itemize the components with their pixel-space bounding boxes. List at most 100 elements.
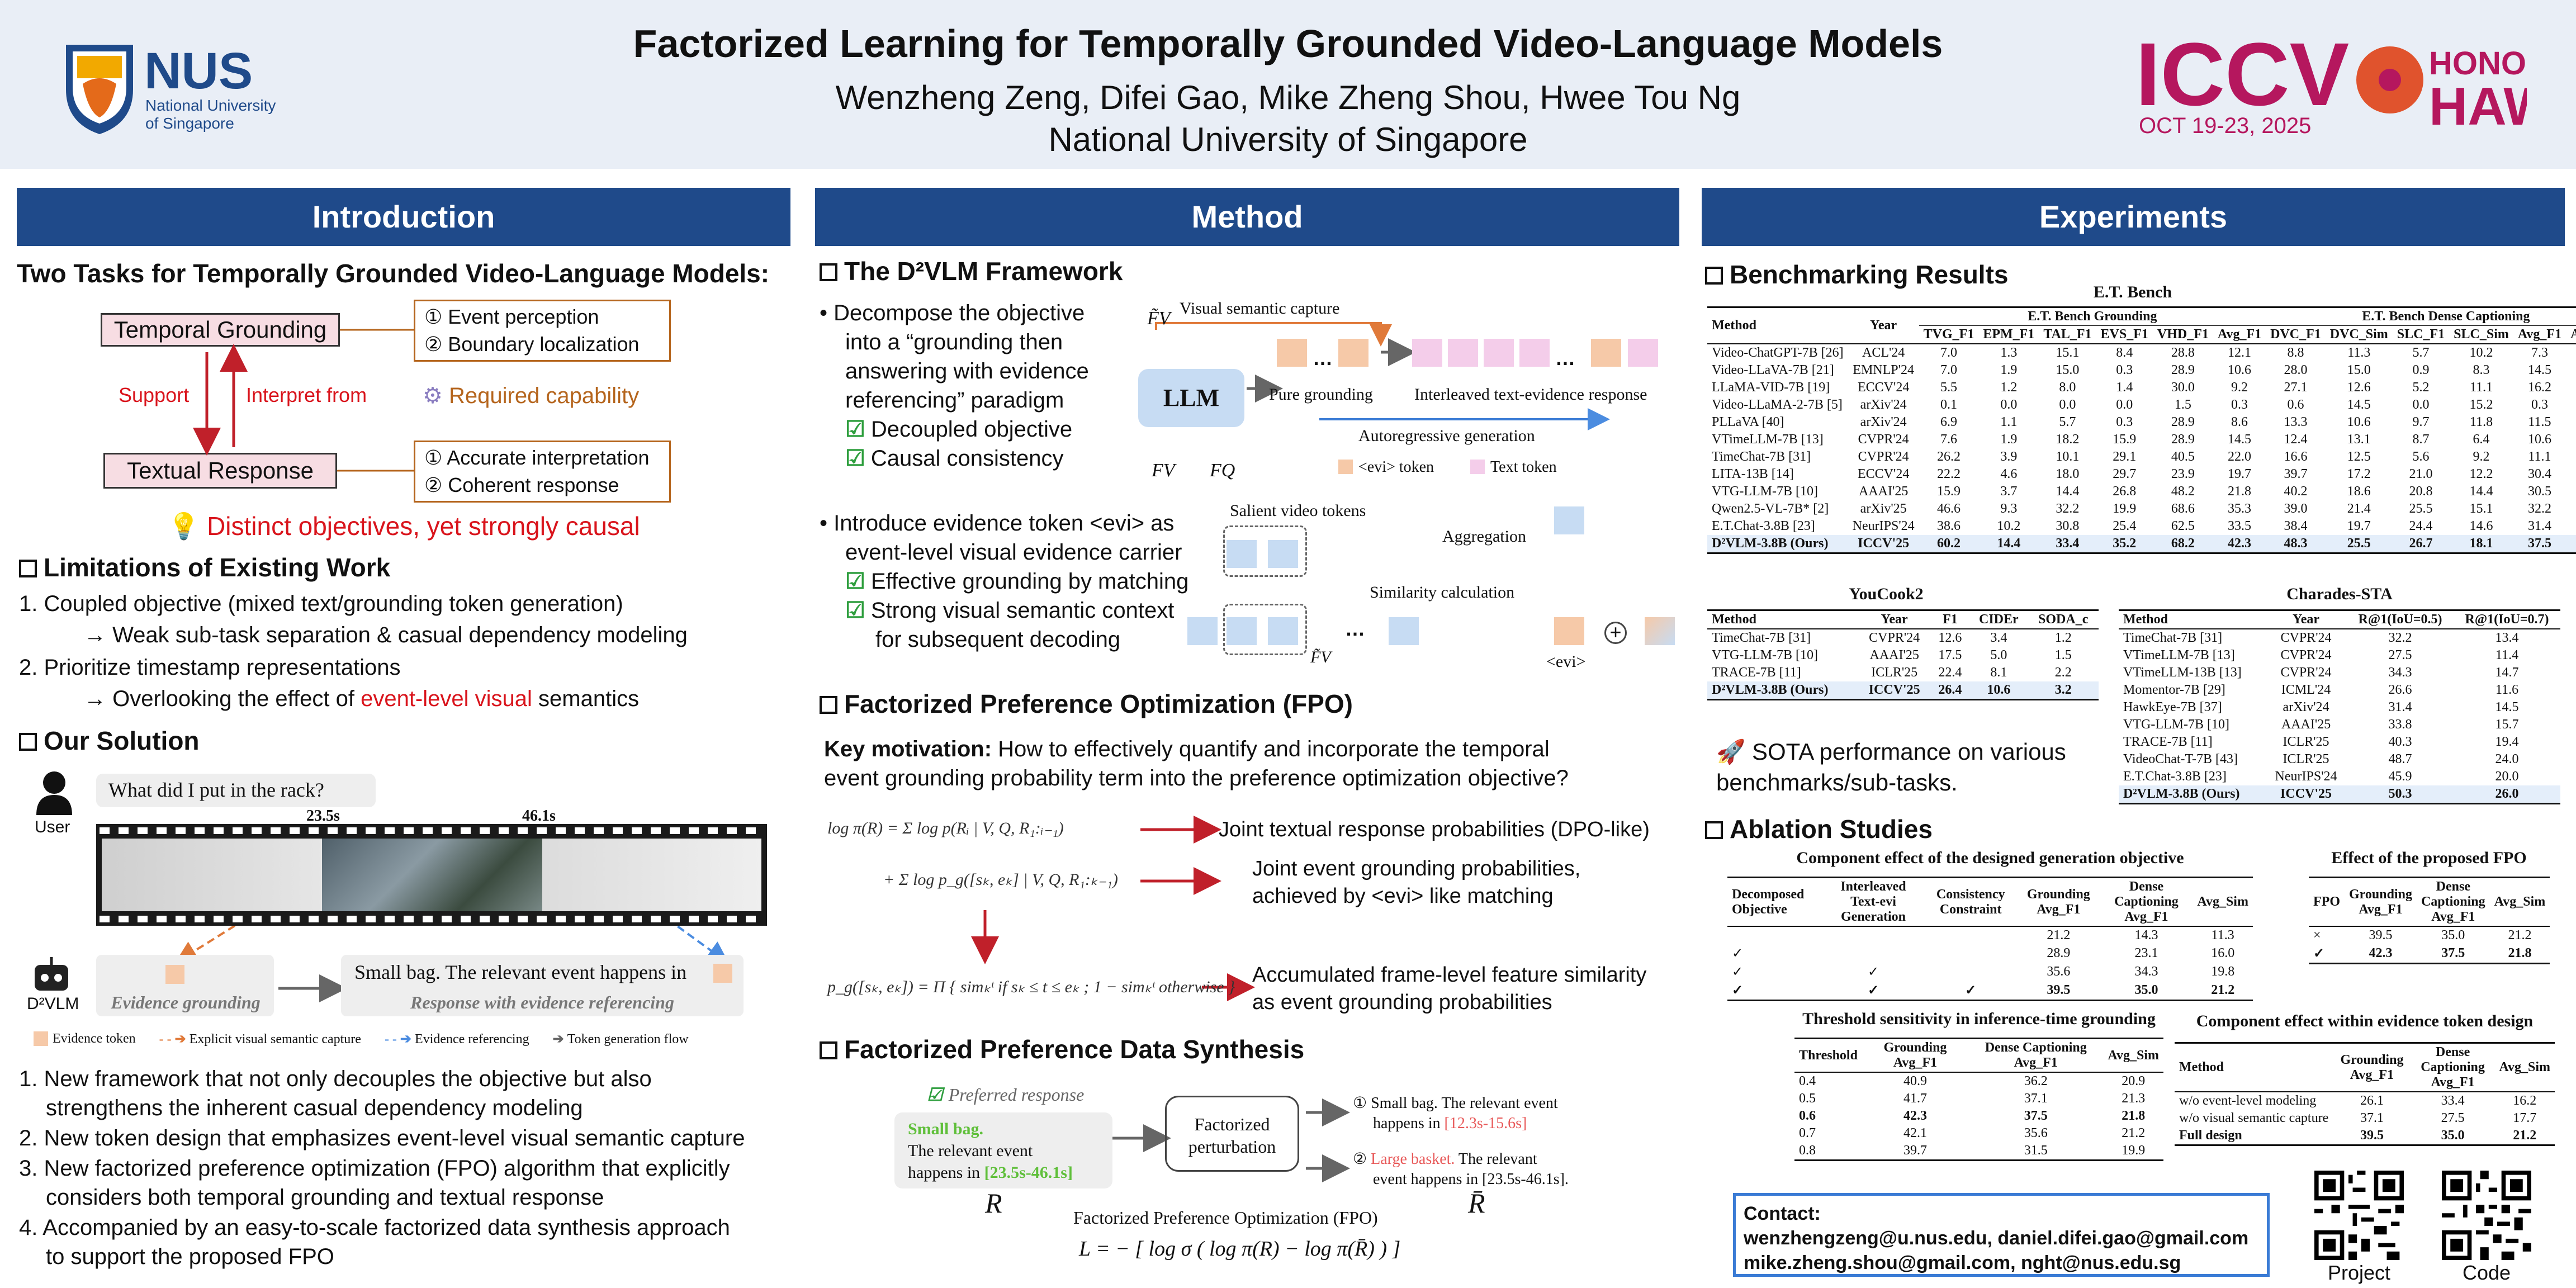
perturbation-line2: perturbation	[1188, 1137, 1276, 1157]
etbench-cell: 25.5	[2325, 535, 2393, 554]
dashed-arrow-orange-icon: - - ➔	[159, 1032, 190, 1046]
etbench-cell: 0.0	[2000, 397, 2018, 412]
thr-cell: 0.6	[1799, 1109, 1816, 1123]
answer-text: Small bag. The relevant event happens in	[354, 961, 687, 983]
etbench-header: EPM_F1	[1983, 327, 2035, 342]
etbench-cell: 10.6	[2527, 432, 2551, 447]
framework-bullet-2: • Introduce evidence token <evi> as even…	[820, 509, 1188, 654]
etbench-cell: 21.4	[2347, 501, 2371, 516]
salient-token-2	[1268, 540, 1298, 568]
etbench-cell: 5.5	[1940, 380, 1957, 395]
llm-block: LLM	[1138, 369, 1244, 427]
youcook-cell: 8.1	[1990, 665, 2007, 680]
etbench-cell: 11.3	[2347, 345, 2371, 360]
etbench-cell: 18.6	[2347, 484, 2371, 499]
etbench-cell: 14.5	[2527, 363, 2551, 377]
etbench-cell: 9.2	[2231, 380, 2248, 395]
key-motivation-2: event grounding probability term into th…	[824, 766, 1569, 790]
etbench-cell: 10.8	[2566, 344, 2576, 362]
youcook-cell: CVPR'24	[1869, 631, 1920, 645]
charades-cell: Momentor-7B [29]	[2123, 683, 2225, 697]
evidence-token-swatch	[34, 1031, 48, 1046]
th-group-captioning: E.T. Bench Dense Captioning	[2266, 306, 2576, 326]
qr-code-project[interactable]	[2314, 1171, 2404, 1260]
etbench-cell: ECCV'24	[1857, 467, 1910, 481]
fpo-header: Dense Captioning Avg_F1	[2416, 877, 2490, 926]
visual-capture-label: Visual semantic capture	[1180, 299, 1340, 318]
etbench-cell: 11.8	[2469, 415, 2493, 429]
legend-evidence-ref: - - ➔ Evidence referencing	[385, 1031, 529, 1047]
etbench-cell: 16.5	[2566, 483, 2576, 500]
svg-text:HAWAII: HAWAII	[2429, 77, 2527, 136]
charades-cell: CVPR'24	[2280, 648, 2332, 662]
tg-cap-2: ② Boundary localization	[424, 332, 640, 356]
charades-cell: VTG-LLM-7B [10]	[2123, 717, 2229, 732]
etbench-header: Avg_Sim	[2570, 327, 2576, 342]
contact-line2[interactable]: mike.zheng.shou@gmail.com, nght@nus.edu.…	[1744, 1252, 2181, 1274]
video-frame-faded-1	[102, 839, 325, 911]
etbench-cell: 0.0	[2412, 397, 2430, 412]
gear-icon: ⚙	[423, 383, 449, 408]
framework-heading: The D²VLM Framework	[820, 256, 1123, 286]
required-capability: ⚙ Required capability	[423, 381, 639, 410]
evidence-grounding-box: Evidence grounding	[96, 955, 274, 1016]
etbench-cell: 1.3	[2000, 345, 2018, 360]
comp-cell	[1822, 944, 1924, 963]
contact-line1[interactable]: wenzhengzeng@u.nus.edu, daniel.difei.gao…	[1744, 1228, 2249, 1249]
etbench-cell: 1.2	[2000, 380, 2018, 395]
fused-token	[1645, 617, 1675, 645]
etbench-cell: 11.9	[2566, 379, 2576, 396]
ellipsis-3: …	[1345, 617, 1365, 640]
timestamp-start: 23.5s	[306, 807, 340, 825]
charades-cell: 20.0	[2495, 769, 2519, 784]
key-text1: How to effectively quantify and incorpor…	[992, 737, 1550, 761]
checkbox-square-icon	[820, 263, 837, 281]
etbench-cell: 1.9	[2000, 432, 2018, 447]
etbench-cell: arXiv'25	[1860, 501, 1907, 516]
etbench-cell: 25.5	[2409, 501, 2433, 516]
video-token-3	[1389, 617, 1419, 645]
evi-cell: w/o event-level modeling	[2179, 1093, 2317, 1108]
charades-cell: VTimeLLM-7B [13]	[2123, 648, 2235, 662]
etbench-cell: 30.8	[2056, 519, 2080, 533]
etbench-cell: 35.2	[2096, 535, 2153, 554]
comp-cell: 35.0	[2100, 981, 2193, 1001]
checkbox-square-icon	[19, 560, 37, 577]
etbench-cell: 8.6	[2231, 415, 2248, 429]
eq2-note-1: Joint event grounding probabilities,	[1252, 857, 1581, 880]
etbench-cell: AAAI'25	[1859, 484, 1909, 499]
fpo-cell: 39.5	[2369, 928, 2393, 943]
arrow-gray-icon: ➔	[552, 1032, 567, 1046]
comp-cell	[1822, 926, 1924, 944]
comp-cell: 21.2	[2047, 928, 2071, 943]
salient-group-2	[1223, 604, 1307, 655]
checkbox-square-icon	[1705, 267, 1723, 285]
evi-token-block-2	[1338, 339, 1368, 367]
out1-red: [12.3s-15.6s]	[1444, 1115, 1527, 1133]
qr-code-code[interactable]	[2442, 1171, 2531, 1260]
etbench-cell: 30.5	[2527, 484, 2551, 499]
thr-cell: 42.3	[1903, 1109, 1927, 1123]
evi-cell: 16.2	[2513, 1093, 2537, 1108]
etbench-cell: 8.3	[2473, 363, 2490, 377]
tr-cap-2: ② Coherent response	[424, 473, 619, 496]
etbench-cell: 60.2	[1919, 535, 1979, 554]
thr-cell: 21.2	[2122, 1126, 2146, 1140]
etbench-cell: ACL'24	[1862, 345, 1905, 360]
preferred-text: Preferred response	[948, 1085, 1085, 1105]
text-token-block-3	[1484, 339, 1514, 367]
limitation-2b: → Overlooking the effect of event-level …	[84, 684, 639, 713]
eq2-note-2: achieved by <evi> like matching	[1252, 884, 1554, 908]
charades-cell: 14.5	[2495, 700, 2519, 714]
etbench-cell: NeurIPS'24	[1852, 519, 1915, 533]
etbench-header: TVG_F1	[1923, 327, 1974, 342]
